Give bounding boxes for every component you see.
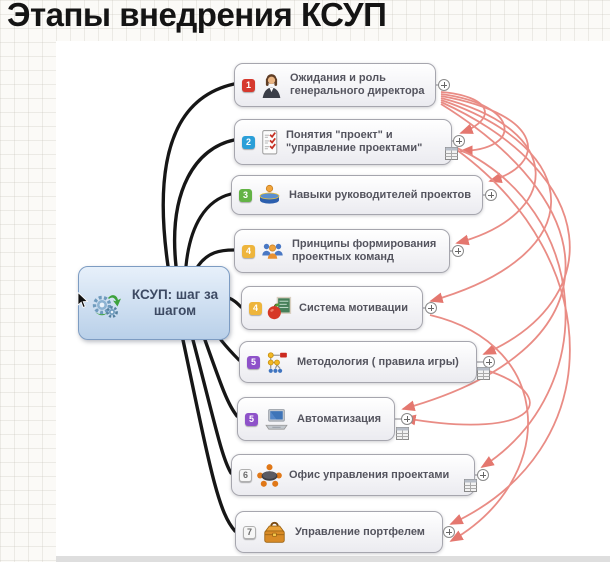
priority-badge: 1 [242, 78, 255, 92]
priority-badge: 5 [245, 412, 258, 426]
mouse-cursor [77, 291, 90, 314]
attachment-icon[interactable] [477, 367, 490, 380]
expand-toggle[interactable] [425, 302, 437, 314]
priority-badge: 4 [242, 244, 255, 258]
priority-badge: 6 [239, 468, 252, 482]
priority-badge: 7 [243, 525, 256, 539]
topic-label: Методология ( правила игры) [297, 355, 459, 368]
topic-node-skills[interactable]: 3 Навыки руководителей проектов [231, 175, 483, 215]
gears-icon [87, 286, 123, 320]
attachment-icon[interactable] [396, 427, 409, 440]
topic-label: Понятия "проект" и "управление проектами… [286, 129, 423, 154]
priority-badge: 2 [242, 135, 255, 149]
briefcase-icon [260, 519, 289, 545]
businesswoman-icon [259, 72, 284, 99]
topic-node-automation[interactable]: 5 Автоматизация [237, 397, 395, 441]
topic-node-expectations[interactable]: 1 Ожидания и роль генерального директора [234, 63, 436, 107]
attachment-icon[interactable] [464, 479, 477, 492]
expand-toggle[interactable] [443, 526, 455, 538]
topic-label: Ожидания и роль генерального директора [290, 72, 425, 97]
bottom-strip [56, 556, 610, 562]
team-icon [259, 239, 286, 263]
priority-badge: 3 [239, 188, 252, 202]
topic-node-team-principles[interactable]: 4 Принципы формирования проектных команд [234, 229, 450, 273]
expand-toggle[interactable] [438, 79, 450, 91]
page-title: Этапы внедрения КСУП [7, 0, 387, 33]
central-topic-label: КСУП: шаг за шагом [131, 286, 219, 318]
topic-node-portfolio[interactable]: 7 Управление портфелем [235, 511, 443, 553]
expand-toggle[interactable] [401, 413, 413, 425]
expand-toggle[interactable] [477, 469, 489, 481]
expand-toggle[interactable] [453, 135, 465, 147]
lecturer-icon [256, 183, 283, 207]
topic-label: Система мотивации [299, 301, 408, 314]
priority-badge: 4 [249, 301, 262, 315]
topic-label: Офис управления проектами [289, 468, 450, 481]
topic-label: Принципы формирования проектных команд [292, 238, 437, 263]
laptop-icon [262, 407, 291, 432]
expand-toggle[interactable] [452, 245, 464, 257]
motivation-icon [266, 296, 293, 321]
topic-label: Управление портфелем [295, 525, 425, 538]
checklist-icon [259, 129, 280, 156]
meeting-table-icon [256, 463, 283, 488]
expand-toggle[interactable] [485, 189, 497, 201]
topic-label: Автоматизация [297, 412, 382, 425]
topic-label: Навыки руководителей проектов [289, 188, 471, 201]
attachment-icon[interactable] [445, 147, 458, 160]
topic-node-pmo[interactable]: 6 Офис управления проектами [231, 454, 475, 496]
topic-node-motivation[interactable]: 4 Система мотивации [241, 286, 423, 330]
priority-badge: 5 [247, 355, 260, 369]
flowchart-icon [264, 350, 291, 375]
topic-node-concepts[interactable]: 2 Понятия "проект" и "управление проекта… [234, 119, 452, 165]
central-topic[interactable]: КСУП: шаг за шагом [78, 266, 230, 340]
topic-node-methodology[interactable]: 5 Методология ( правила игры) [239, 341, 477, 383]
